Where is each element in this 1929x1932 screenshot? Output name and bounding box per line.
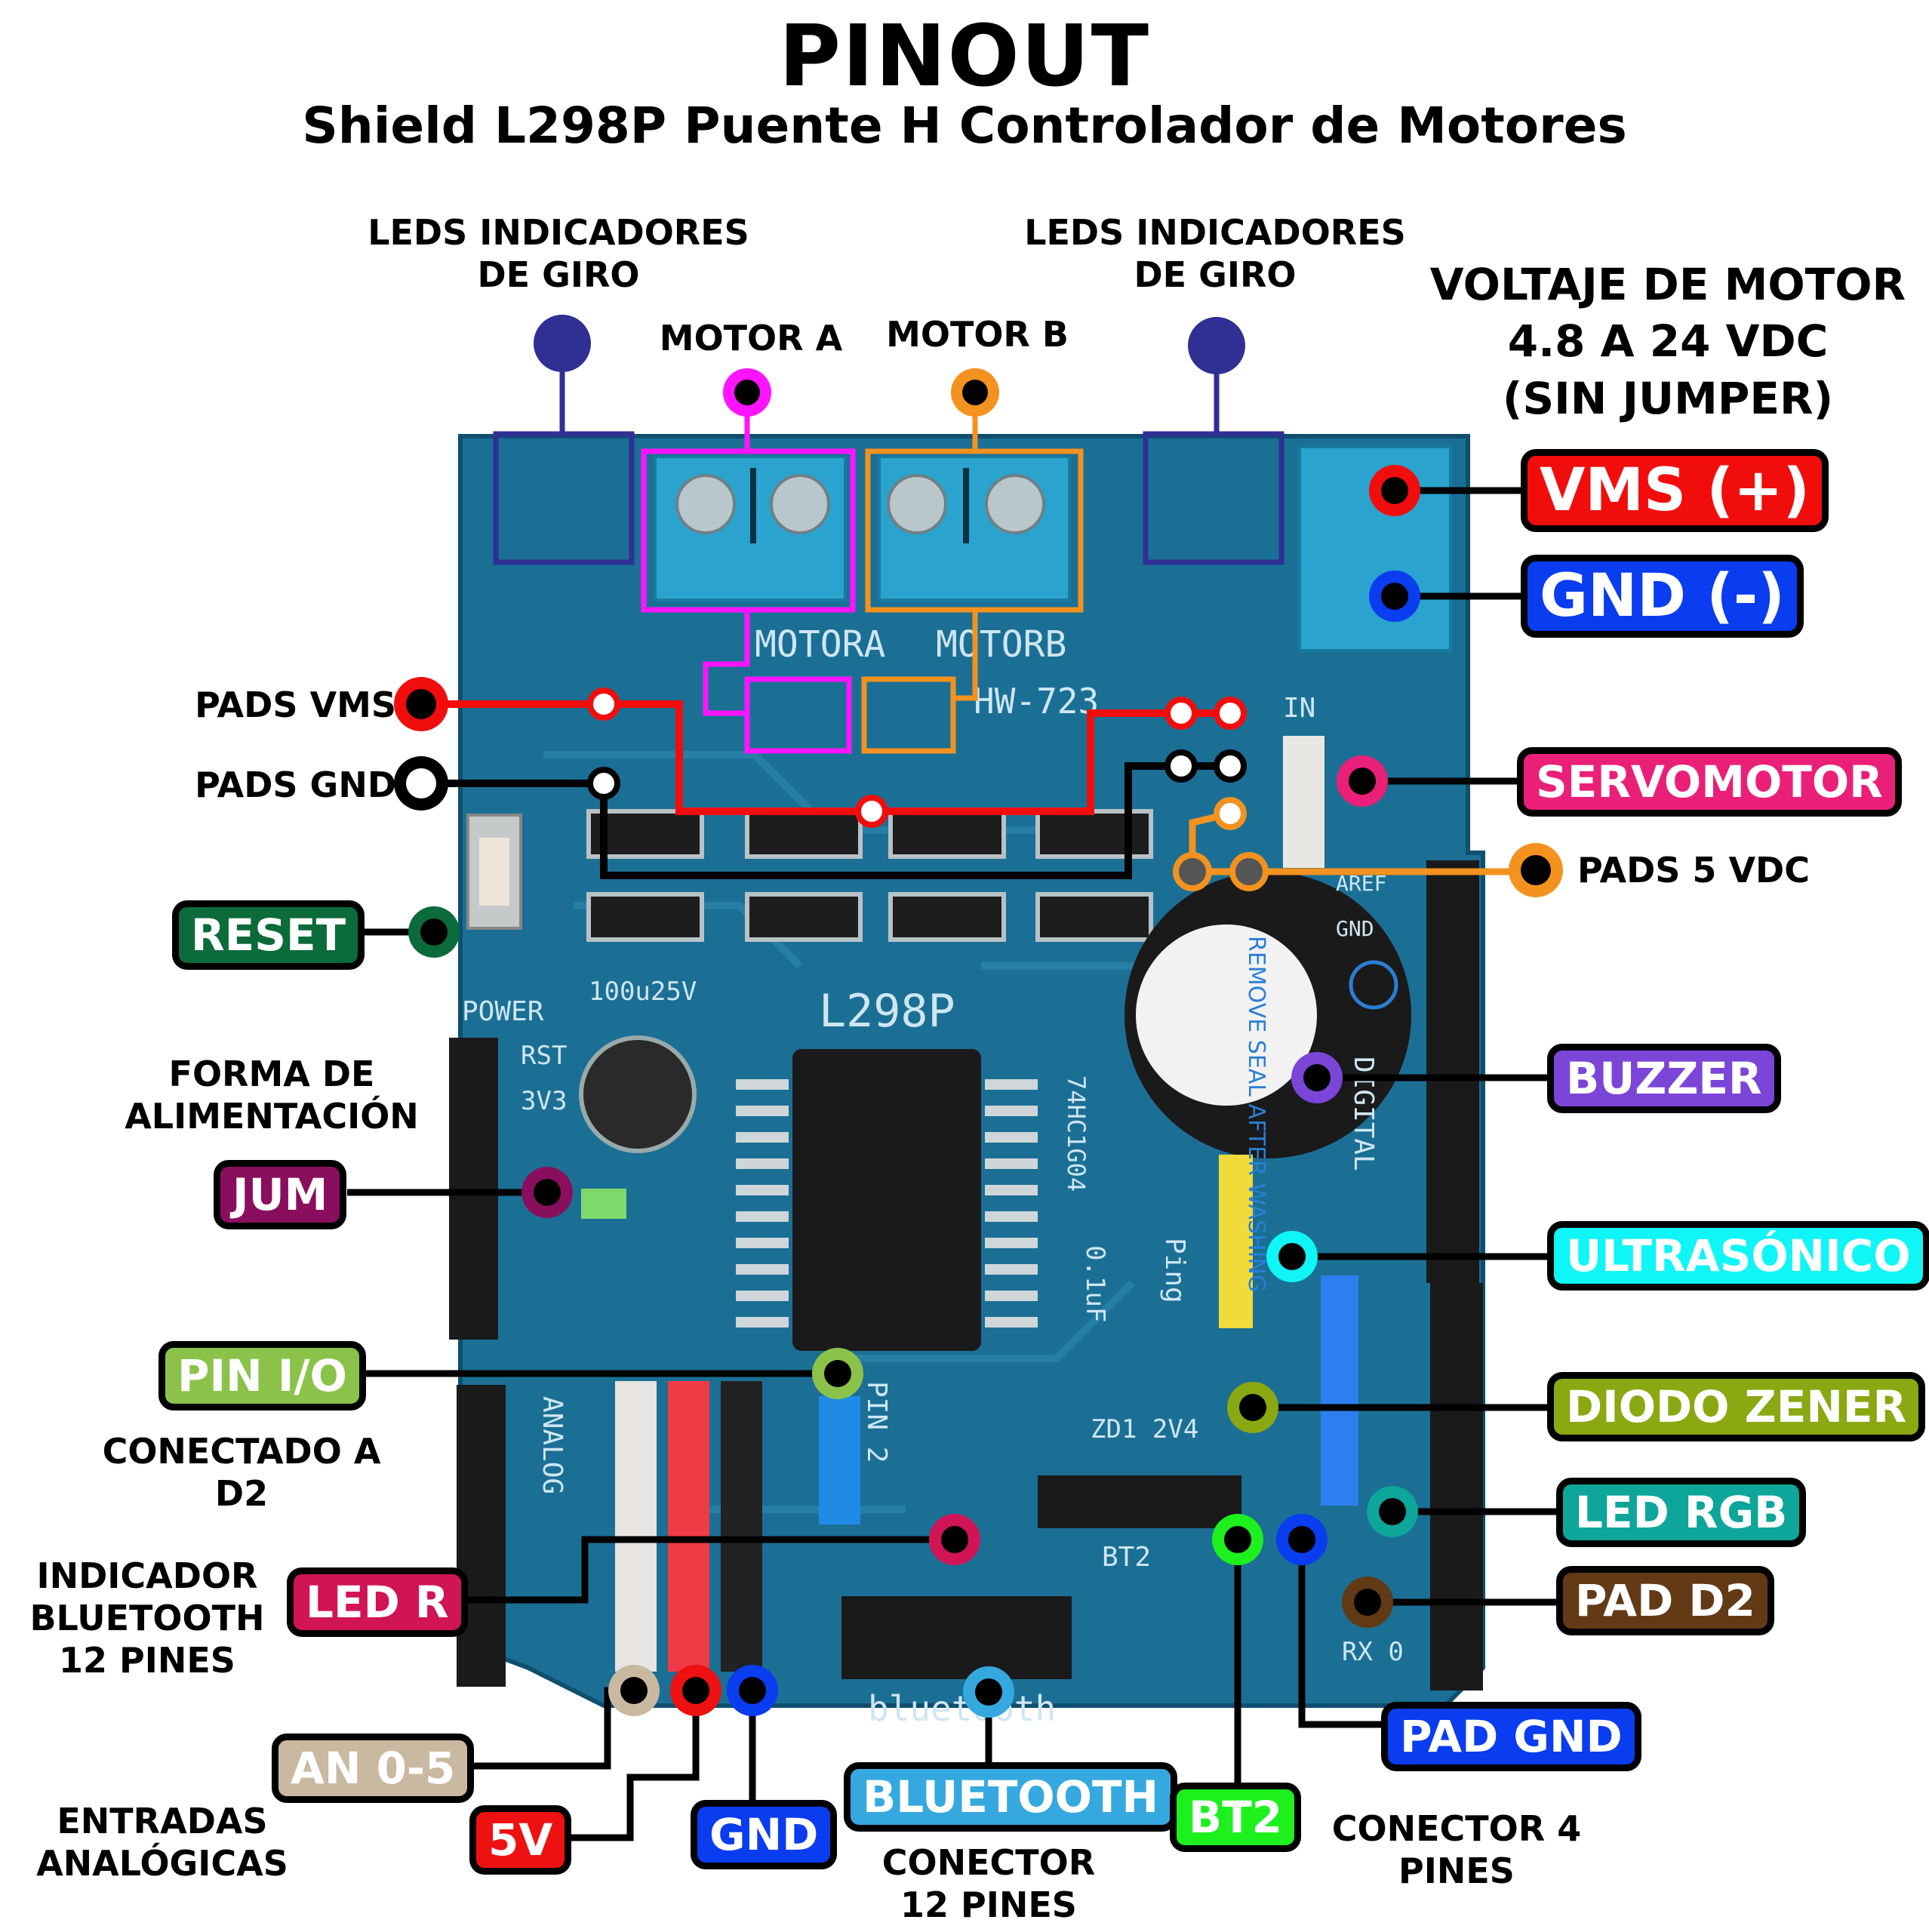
pin-headers <box>449 860 1483 1690</box>
silk-ic: 74HC1G04 <box>1062 1075 1091 1192</box>
tag-diodo-zener: DIODO ZENER <box>1547 1372 1926 1441</box>
tag-led-r: LED R <box>287 1567 468 1637</box>
silk-power: POWER <box>462 996 544 1027</box>
note-motor-a: MOTOR A <box>659 318 843 358</box>
note-indicador-bluetooth: INDICADOR BLUETOOTH 12 PINES <box>29 1555 265 1681</box>
silk-in: IN <box>1283 693 1315 724</box>
silk-ping: Ping <box>1159 1238 1190 1303</box>
note-pads-vms: PADS VMS <box>195 685 396 725</box>
silk-cap2: 0.1uF <box>1080 1245 1110 1322</box>
tag-bluetooth: BLUETOOTH <box>844 1762 1178 1832</box>
note-pads-gnd: PADS GND <box>195 764 396 805</box>
silk-bluetooth: bluetooth <box>868 1688 1056 1729</box>
tag-vms: VMS (+) <box>1521 449 1829 532</box>
silk-cap: 100u25V <box>589 977 697 1007</box>
buzzer-label: REMOVE SEAL AFTER WASHING <box>1243 936 1269 1292</box>
silk-3v3: 3V3 <box>521 1086 567 1116</box>
tag-5v: 5V <box>469 1805 572 1875</box>
silk-model: HW-723 <box>974 681 1099 721</box>
note-leds-right: LEDS INDICADORES DE GIRO <box>1024 212 1406 296</box>
tag-pad-gnd: PAD GND <box>1381 1702 1641 1771</box>
note-voltage: VOLTAJE DE MOTOR 4.8 A 24 VDC (SIN JUMPE… <box>1429 259 1906 424</box>
note-conector-4: CONECTOR 4 PINES <box>1331 1808 1582 1892</box>
silk-analog: ANALOG <box>537 1396 568 1494</box>
led-box-right <box>1143 431 1284 565</box>
tag-pin-io: PIN I/O <box>158 1341 366 1411</box>
silk-pin: PIN 2 <box>861 1381 892 1463</box>
l298p-chip <box>736 1049 1038 1351</box>
note-conector-12: CONECTOR 12 PINES <box>881 1842 1096 1926</box>
silk-digital: DIGITAL <box>1348 1057 1379 1171</box>
note-pads-5vdc: PADS 5 VDC <box>1577 850 1810 891</box>
tag-servomotor: SERVOMOTOR <box>1517 747 1902 817</box>
tag-reset: RESET <box>172 900 365 970</box>
note-motor-b: MOTOR B <box>886 314 1069 355</box>
page-subtitle: Shield L298P Puente H Controlador de Mot… <box>302 97 1627 155</box>
capacitor <box>579 1035 697 1153</box>
tag-gnd: GND <box>691 1800 838 1869</box>
silk-motorb: MOTORB <box>936 623 1066 666</box>
note-forma-alimentacion: FORMA DE ALIMENTACIÓN <box>125 1054 419 1137</box>
silk-rst: RST <box>521 1041 567 1071</box>
motor-b-terminal <box>878 455 1071 601</box>
tag-an05: AN 0-5 <box>272 1734 475 1803</box>
tag-ultrasonico: ULTRASÓNICO <box>1547 1221 1929 1291</box>
tag-gnd-motor: GND (-) <box>1521 555 1804 638</box>
page-title: PINOUT <box>778 8 1151 106</box>
motor-b-jumper-box <box>861 676 956 754</box>
motor-a-terminal <box>654 455 847 601</box>
silk-bt2: BT2 <box>1102 1542 1151 1573</box>
tag-buzzer: BUZZER <box>1547 1044 1781 1113</box>
tag-pad-d2: PAD D2 <box>1556 1566 1774 1635</box>
tag-jum: JUM <box>214 1160 347 1229</box>
silk-gnd: GND <box>1336 916 1374 941</box>
note-conectado-d2: CONECTADO A D2 <box>102 1431 381 1515</box>
tag-led-rgb: LED RGB <box>1556 1478 1807 1547</box>
silk-rx: RX 0 <box>1342 1637 1404 1667</box>
leds-left-marker <box>534 315 591 372</box>
note-entradas-analogicas: ENTRADAS ANALÓGICAS <box>36 1801 288 1884</box>
note-leds-left: LEDS INDICADORES DE GIRO <box>368 212 749 296</box>
silk-chip: L298P <box>819 985 955 1038</box>
tag-bt2: BT2 <box>1170 1783 1302 1852</box>
leds-right-marker <box>1188 317 1245 374</box>
silk-zener: ZD1 2V4 <box>1091 1414 1198 1444</box>
silk-motora: MOTORA <box>755 623 885 666</box>
